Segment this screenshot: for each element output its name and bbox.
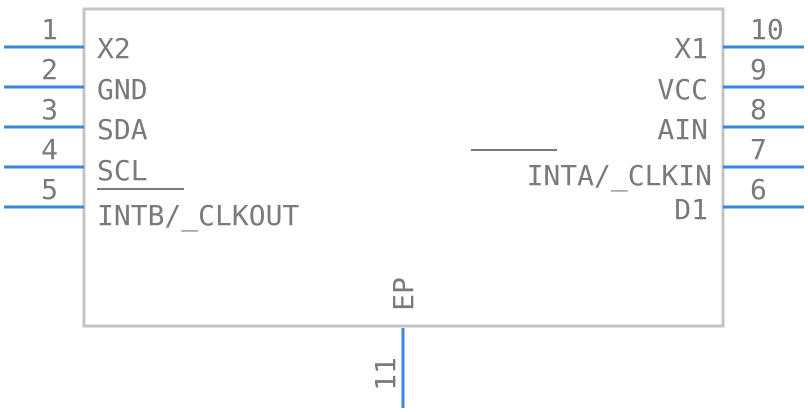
pin-number-10: 10 bbox=[750, 13, 784, 46]
pin-number-4: 4 bbox=[41, 133, 58, 166]
pin-label-scl: SCL bbox=[97, 154, 148, 187]
pin-number-8: 8 bbox=[750, 93, 767, 126]
pin-number-3: 3 bbox=[41, 93, 58, 126]
pin-number-6: 6 bbox=[750, 173, 767, 206]
pin-number-1: 1 bbox=[41, 13, 58, 46]
pin-label-sda: SDA bbox=[97, 113, 148, 146]
pin-label-ain: AIN bbox=[657, 113, 708, 146]
pin-label-gnd: GND bbox=[97, 73, 148, 106]
pin-number-11: 11 bbox=[369, 357, 402, 391]
pin-number-5: 5 bbox=[41, 173, 58, 206]
pin-label-inta-clkin: INTA/_CLKIN bbox=[527, 159, 712, 193]
pin-label-x1: X1 bbox=[674, 32, 708, 65]
pin-label-vcc: VCC bbox=[657, 73, 708, 106]
pin-label-ep: EP bbox=[387, 277, 420, 311]
pin-number-9: 9 bbox=[750, 53, 767, 86]
pin-number-2: 2 bbox=[41, 53, 58, 86]
pin-label-intb-clkout: INTB/_CLKOUT bbox=[97, 199, 299, 233]
pin-label-d1: D1 bbox=[674, 193, 708, 226]
pin-label-x2: X2 bbox=[97, 32, 131, 65]
pin-number-7: 7 bbox=[750, 133, 767, 166]
component-body bbox=[82, 7, 725, 328]
